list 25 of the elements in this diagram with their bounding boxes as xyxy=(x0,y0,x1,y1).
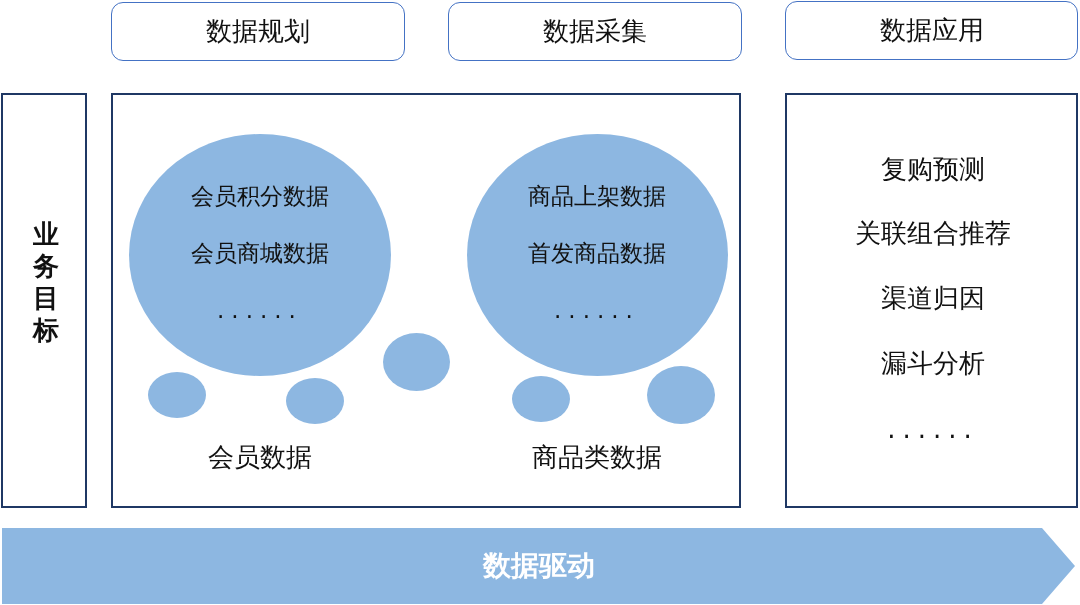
panel-box xyxy=(785,93,1078,508)
ellipsis: ...... xyxy=(887,414,979,446)
group-label: 会员数据 xyxy=(208,442,312,474)
vertical-label: 业务目标 xyxy=(33,218,59,346)
item-text: 商品上架数据 xyxy=(528,183,666,211)
side-panel xyxy=(1,93,87,508)
item-text: 首发商品数据 xyxy=(528,240,666,268)
item-text: 复购预测 xyxy=(881,154,985,186)
item-text: 漏斗分析 xyxy=(881,348,985,380)
small-circle xyxy=(647,366,715,424)
stage-box: 数据规划 xyxy=(111,2,405,61)
item-text: 会员商城数据 xyxy=(191,240,329,268)
arrow-banner: 数据驱动 xyxy=(2,528,1075,604)
item-text: 会员积分数据 xyxy=(191,183,329,211)
ellipsis: ...... xyxy=(217,297,303,325)
small-circle xyxy=(148,372,206,418)
stage-box: 数据应用 xyxy=(785,1,1078,60)
item-text: 渠道归因 xyxy=(881,283,985,315)
ellipsis: ...... xyxy=(554,297,640,325)
small-circle xyxy=(286,378,344,424)
stage-box: 数据采集 xyxy=(448,2,742,61)
item-text: 关联组合推荐 xyxy=(855,218,1011,250)
small-circle xyxy=(512,376,570,422)
panel-box xyxy=(111,93,741,508)
group-label: 商品类数据 xyxy=(532,442,662,474)
